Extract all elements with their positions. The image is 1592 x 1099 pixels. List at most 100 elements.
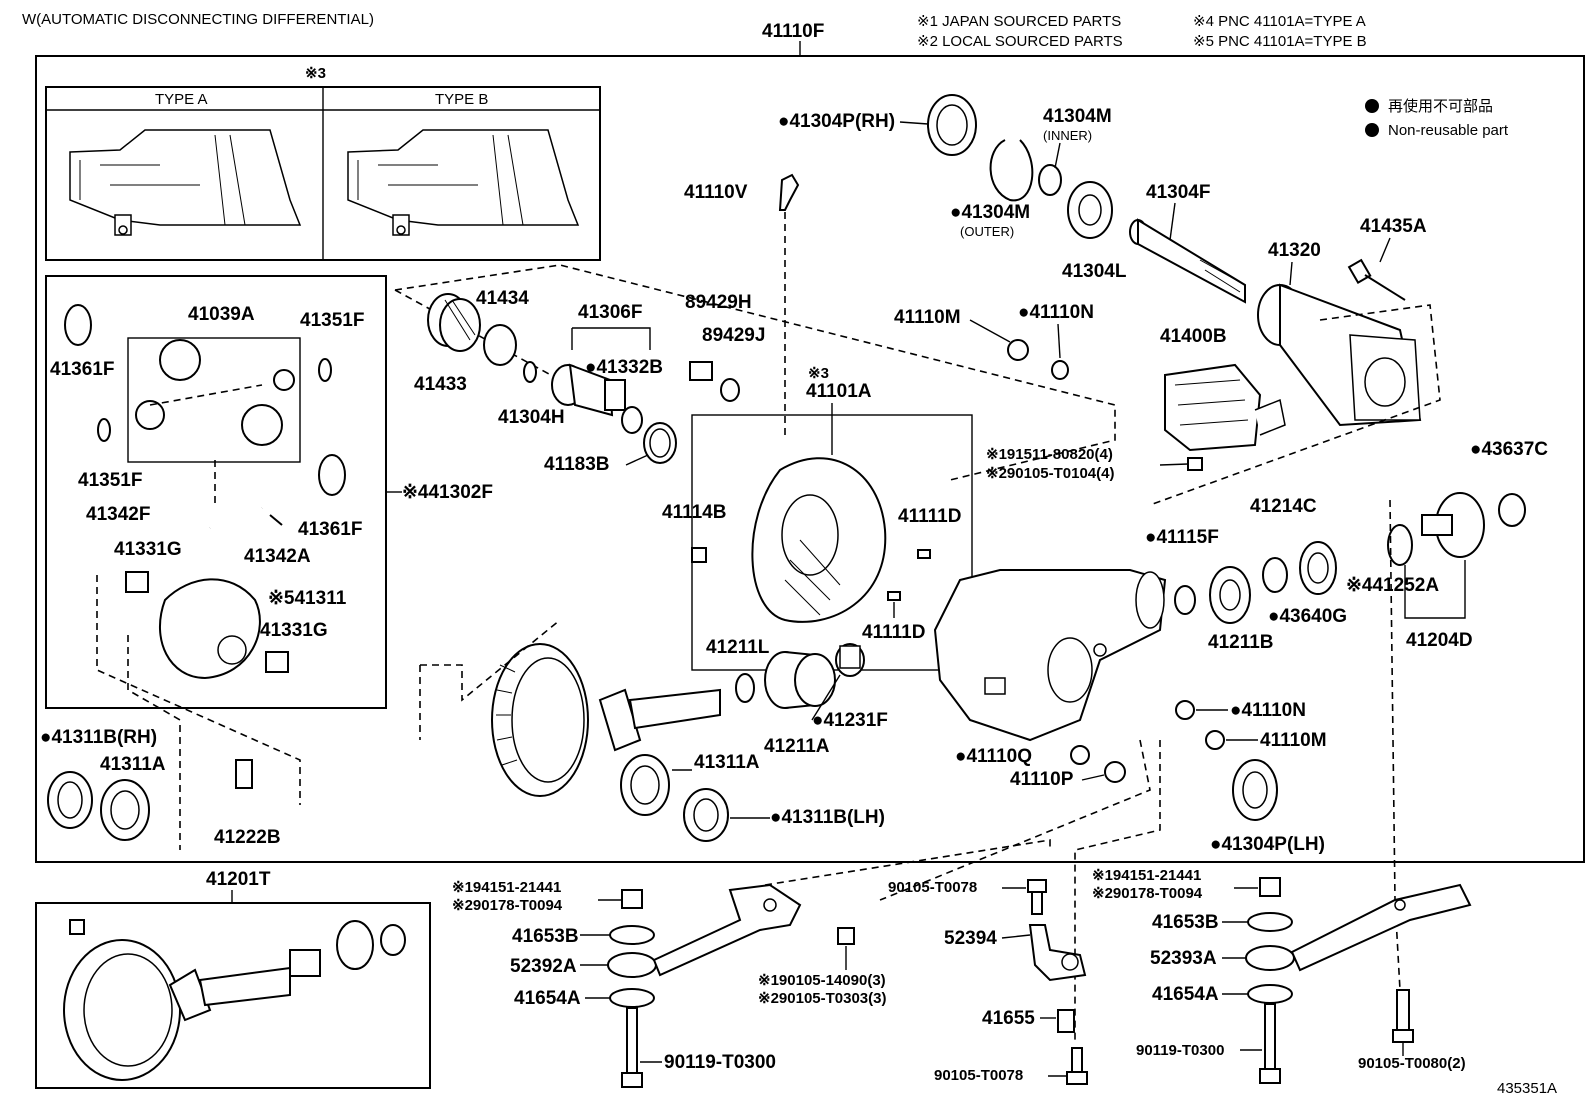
oil-seal-43637C [1498,493,1526,527]
label-41114B: 41114B [662,502,726,523]
label-41311: ※541311 [268,588,347,609]
label-41302F: ※441302F [402,482,493,503]
label-41331G-right: 41331G [260,620,328,641]
label-41653B-left: 41653B [512,926,579,947]
label-41201T: 41201T [206,869,271,890]
bolt-90105-14090 [837,927,855,945]
snap-ring-41115F [1174,585,1196,615]
snap-ring-41304H [523,361,537,383]
label-41654A-right: 41654A [1152,984,1219,1005]
spacer-41434 [483,324,517,366]
label-90105-T0080: 90105-T0080(2) [1358,1055,1466,1072]
label-41331G-left: 41331G [114,539,182,560]
label-190105-14090: ※190105-14090(3) [758,972,886,989]
label-41306F: 41306F [578,302,642,323]
label-41111D-upper: 41111D [898,506,961,527]
label-89429J: 89429J [702,325,765,346]
pin-41111D-upper [917,549,931,559]
label-41211L: 41211L [706,637,770,658]
companion-flange-41204D [1421,492,1485,558]
label-41110P: 41110P [1010,769,1074,790]
bolt-90119-T0300-left [621,1007,643,1088]
label-290105-T0104: ※290105-T0104(4) [986,465,1114,482]
label-41361F-bottom: 41361F [298,519,362,540]
support-arm-52393A [1245,883,1472,972]
label-41110N-top: ●41110N [1018,302,1094,323]
bolt-90105-T0080 [1392,989,1414,1043]
label-41304H: 41304H [498,407,565,428]
plug-41110P [1104,761,1126,783]
thrust-washer-41361F [64,304,92,346]
diagram-title: W(AUTOMATIC DISCONNECTING DIFFERENTIAL) [22,11,374,28]
label-41400B: 41400B [1160,326,1227,347]
label-41204D: 41204D [1406,630,1473,651]
pinion-gear-right [273,369,295,391]
ring-gear-and-pinion [491,643,721,797]
ring-gear-set-box [35,902,431,1089]
pin-41111D-lower [887,591,901,601]
deflector-41252A [1387,524,1413,566]
gasket-41110N-bottom [1175,700,1195,720]
label-41654A-left: 41654A [514,988,581,1009]
label-290105-T0303: ※290105-T0303(3) [758,990,886,1007]
label-41110V: 41110V [684,182,748,203]
figure-number: 435351A [1497,1080,1557,1097]
label-41304M-outer: ●41304M [950,202,1030,223]
label-89429H: 89429H [685,292,752,313]
type-box-mark: ※3 [305,65,326,82]
label-43640G: ●43640G [1268,606,1347,627]
label-90105-T0078-top: 90105-T0078 [888,879,977,896]
label-41304P-RH: ●41304P(RH) [778,111,895,132]
label-41211A: 41211A [764,736,830,757]
label-41231F: ●41231F [812,710,888,731]
cushion-41654A-left [609,988,655,1008]
bolt-41114B [691,547,707,563]
label-41311B-LH: ●41311B(LH) [770,807,885,828]
label-41110M-bottom: 41110M [1260,730,1327,751]
type-a-header: TYPE A [155,91,208,108]
nut-left [621,889,643,909]
note-local-sourced: ※2 LOCAL SOURCED PARTS [917,33,1123,50]
cushion-41654A-right [1247,984,1293,1004]
label-main-assembly: 41110F [762,21,824,42]
label-90119-T0300-right: 90119-T0300 [1136,1042,1224,1059]
note-type-b: ※5 PNC 41101A=TYPE B [1193,33,1367,50]
plug-41110M-bottom [1205,730,1225,750]
label-41433: 41433 [414,374,467,395]
label-41115F: ●41115F [1145,527,1219,548]
label-41183B: 41183B [544,454,610,475]
label-90119-T0300-left: 90119-T0300 [664,1052,776,1073]
shaft-41304F [1129,218,1246,304]
label-41351F-bottom: 41351F [78,470,142,491]
type-b-header: TYPE B [435,91,488,108]
label-41110Q: ●41110Q [955,746,1032,767]
bolt-41435A [1347,258,1406,301]
label-41039A: 41039A [188,304,255,325]
thrust-washer-41351F [318,358,332,382]
label-41655: 41655 [982,1008,1035,1029]
thrust-washer-41361F-right [318,454,346,496]
legend-english: Non-reusable part [1388,122,1509,139]
support-arm-52392A [607,883,802,978]
label-41222B: 41222B [214,827,281,848]
label-52392A: 52392A [510,956,577,977]
pinion-gear-set-box [127,337,301,463]
label-41342F: 41342F [86,504,150,525]
label-41304M-inner-sub: (INNER) [1043,128,1092,143]
extension-housing-41320 [1257,283,1422,427]
label-290178-T0094-left: ※290178-T0094 [452,897,563,914]
note-japan-sourced: ※1 JAPAN SOURCED PARTS [917,13,1121,30]
label-41252A: ※441252A [1346,575,1439,596]
label-41110M-top: 41110M [894,307,961,328]
side-gear-lower [241,404,283,446]
label-41351F-top: 41351F [300,310,364,331]
label-290178-T0094-right: ※290178-T0094 [1092,885,1203,902]
label-41311A-right: 41311A [694,752,760,773]
label-41304L: 41304L [1062,261,1127,282]
main-assembly-frame [35,55,1585,863]
breather-plug-41110V [778,173,800,211]
side-gear [159,339,201,381]
collapsible-spacer-41231F [835,643,865,677]
type-b-carrier-drawing [347,129,580,236]
